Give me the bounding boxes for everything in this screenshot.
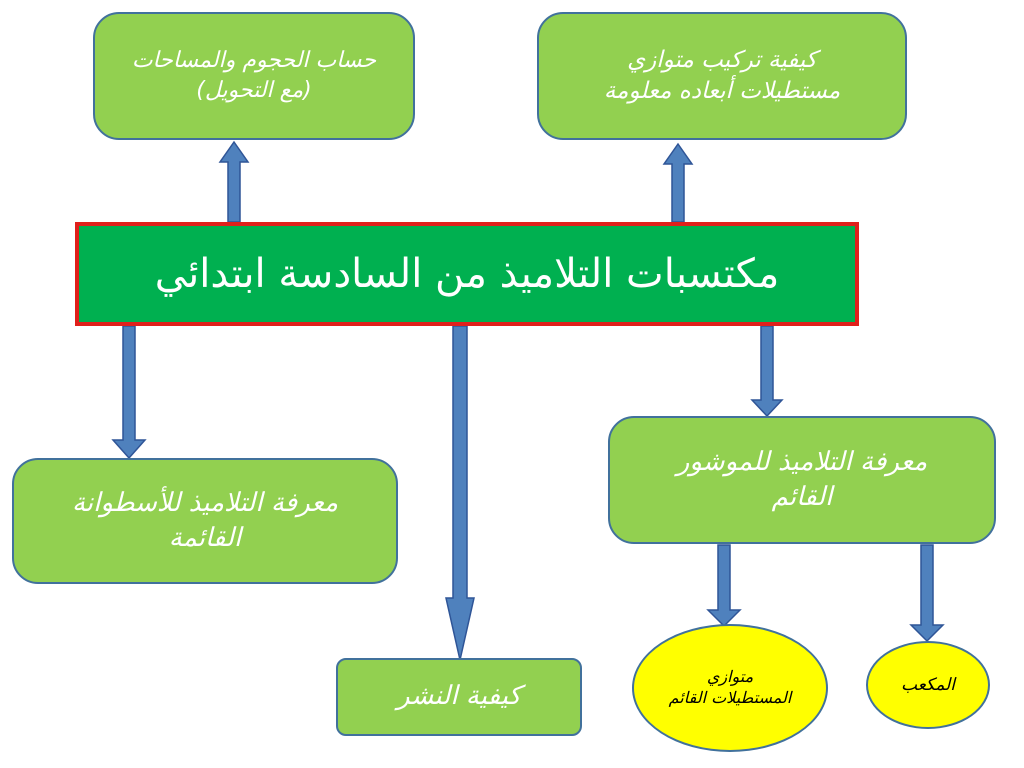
central-topic-label: مكتسبات التلاميذ من السادسة ابتدائي [154,251,780,297]
prism-line1: معرفة التلاميذ للموشور [676,446,928,477]
prism-node: معرفة التلاميذ للموشور القائم [608,416,996,544]
volumes-areas-line2: (مع التحويل) [196,78,312,103]
cuboid-assembly-node: كيفية تركيب متوازي مستطيلات أبعاده معلوم… [537,12,907,140]
unfolding-label: كيفية النشر [397,681,521,712]
cuboid-assembly-line1: كيفية تركيب متوازي [627,46,817,73]
arrow-to-volumes-node [218,140,250,223]
prism-line2: القائم [771,482,833,512]
volumes-areas-line1: حساب الحجوم والمساحات [131,48,377,74]
arrow-to-unfolding-node [445,325,475,661]
arrow-to-cylinder-node [111,325,147,460]
arrow-to-cuboid-leaf [706,544,742,628]
cuboid-leaf-line1: متوازي [706,667,754,687]
cuboid-leaf: متوازي المستطيلات القائم [632,624,828,752]
cube-leaf-label: المكعب [901,674,956,695]
volumes-areas-node: حساب الحجوم والمساحات (مع التحويل) [93,12,415,140]
cube-leaf: المكعب [866,641,990,729]
unfolding-node: كيفية النشر [336,658,582,736]
arrow-to-prism-node [750,325,784,418]
cylinder-line2: القائمة [168,523,242,553]
arrow-to-cuboid-assembly-node [662,142,694,223]
cylinder-node: معرفة التلاميذ للأسطوانة القائمة [12,458,398,584]
cuboid-leaf-line2: المستطيلات القائم [668,688,792,707]
arrow-to-cube-leaf [909,544,945,643]
cuboid-assembly-line2: مستطيلات أبعاده معلومة [603,78,841,104]
central-topic-node: مكتسبات التلاميذ من السادسة ابتدائي [75,222,859,326]
cylinder-line1: معرفة التلاميذ للأسطوانة [71,487,339,518]
